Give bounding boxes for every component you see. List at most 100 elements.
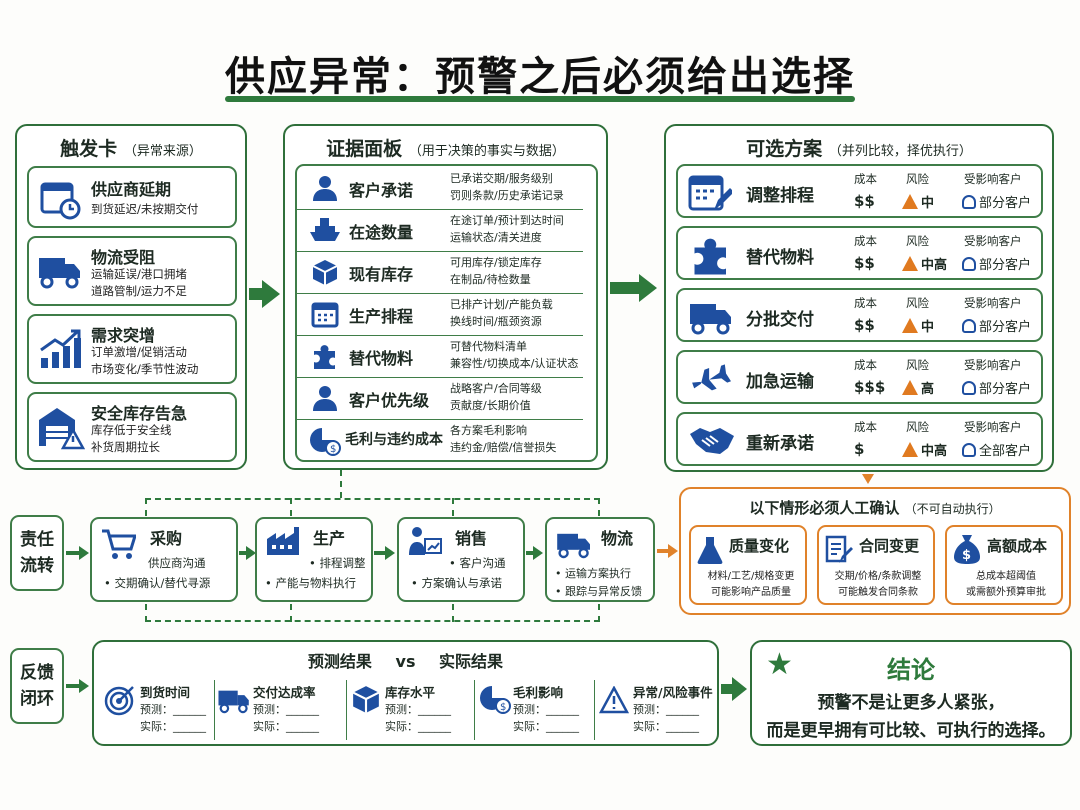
flow-arrow-head [262, 280, 280, 308]
money-bag-icon: $ [954, 535, 980, 564]
cost-label: 成本 [854, 172, 877, 186]
feedback-item-delivery-rate[interactable]: 交付达成率 预测：______ 实际：______ [214, 680, 339, 740]
evidence-row[interactable]: 生产排程 已排产计划/产能负载换线时间/瓶颈资源 [297, 292, 583, 336]
trigger-card-desc-2: 补货周期拉长 [91, 440, 160, 454]
responsibility-label-box: 责任 流转 [10, 515, 64, 591]
trigger-card-safety-stock[interactable]: 安全库存告急 库存低于安全线 补货周期拉长 [27, 392, 237, 462]
flow-arrow-shaft [66, 551, 80, 555]
option-title: 重新承诺 [746, 434, 814, 454]
dashed-connector [290, 604, 292, 622]
responsibility-step-purchasing[interactable]: 采购 供应商沟通 • 交期确认/替代寻源 [90, 517, 238, 602]
responsibility-step-production[interactable]: 生产 • 排程调整 • 产能与物料执行 [255, 517, 373, 602]
responsibility-step-sales[interactable]: 销售 • 客户沟通 • 方案确认与承诺 [397, 517, 525, 602]
cost-value: $$ [854, 254, 875, 272]
feedback-item-title: 到货时间 [140, 685, 191, 700]
calendar-clock-icon [40, 182, 81, 220]
option-title: 分批交付 [746, 310, 814, 330]
responsibility-step-desc-2: • 产能与物料执行 [265, 576, 356, 590]
trigger-card-supplier-delay[interactable]: 供应商延期 到货延迟/未按期交付 [27, 166, 237, 228]
responsibility-step-desc-1-text: 排程调整 [319, 556, 366, 570]
conclusion-line-2: 而是更早拥有可比较、可执行的选择。 [766, 721, 1056, 741]
cost-value: $$ [854, 192, 875, 210]
feedback-item-arrival-time[interactable]: 到货时间 预测：______ 实际：______ [102, 680, 214, 740]
option-card-split-delivery[interactable]: 分批交付 成本 风险 受影响客户 $$ 中 部分客户 [676, 288, 1043, 342]
option-card-expedited-shipping[interactable]: 加急运输 成本 风险 受影响客户 $$$ 高 部分客户 [676, 350, 1043, 404]
flow-arrow-head [79, 679, 89, 693]
evidence-row-desc: 已承诺交期/服务级别罚则条款/历史承诺记录 [450, 170, 590, 204]
person-icon [313, 176, 337, 201]
option-card-recommit[interactable]: 重新承诺 成本 风险 受影响客户 $ 中高 全部客户 [676, 412, 1043, 466]
warning-icon [902, 318, 918, 333]
dashed-connector [145, 498, 600, 516]
responsibility-step-desc-2-text: 交期确认/替代寻源 [114, 576, 211, 590]
actual-heading: 实际结果 [439, 652, 504, 671]
actual-blank: ______ [173, 720, 206, 733]
cost-label: 成本 [854, 358, 877, 372]
evidence-row-title: 生产排程 [349, 307, 414, 326]
manual-item-title: 质量变化 [729, 537, 790, 555]
evidence-row-desc: 在途订单/预计到达时间运输状态/清关进度 [450, 212, 590, 246]
manual-item-quality[interactable]: 质量变化 材料/工艺/规格变更可能影响产品质量 [689, 525, 807, 605]
evidence-row-title: 毛利与违约成本 [345, 432, 443, 448]
evidence-row-desc-2: 兼容性/切换成本/认证状态 [450, 357, 579, 370]
evidence-row-desc: 战略客户/合同等级贡献度/长期价值 [450, 380, 590, 414]
factory-icon [267, 527, 299, 555]
feedback-item-risk-events[interactable]: 异常/风险事件 预测：______ 实际：______ [594, 680, 716, 740]
trigger-card-logistics-blocked[interactable]: 物流受阻 运输延误/港口拥堵 道路管制/运力不足 [27, 236, 237, 306]
evidence-row-desc-1: 可替代物料清单 [450, 340, 527, 353]
risk-value: 高 [921, 382, 935, 397]
evidence-row[interactable]: 客户优先级 战略客户/合同等级贡献度/长期价值 [297, 376, 583, 420]
cost-label: 成本 [854, 234, 877, 248]
responsibility-step-desc-2: 跟踪与异常反馈 [565, 585, 642, 598]
responsibility-step-title: 生产 [313, 529, 346, 548]
customer-label: 受影响客户 [964, 358, 1022, 372]
trigger-card-demand-surge[interactable]: 需求突增 订单激增/促销活动 市场变化/季节性波动 [27, 314, 237, 384]
manual-item-contract[interactable]: 合同变更 交期/价格/条款调整可能触发合同条款 [817, 525, 935, 605]
manual-item-high-cost[interactable]: $ 高额成本 总成本超阈值或需额外预算审批 [945, 525, 1063, 605]
customer-value: 部分客户 [979, 196, 1032, 211]
customer-value: 部分客户 [979, 258, 1032, 273]
evidence-row[interactable]: 现有库存 可用库存/锁定库存在制品/待检数量 [297, 250, 583, 294]
customer-value: 全部客户 [979, 444, 1032, 459]
evidence-list: 客户承诺 已承诺交期/服务级别罚则条款/历史承诺记录 在途数量 在途订单/预计到… [295, 164, 598, 462]
predict-label: 预测： [385, 703, 418, 716]
truck-icon [39, 258, 80, 289]
orange-arrow-down [862, 474, 874, 484]
responsibility-step-desc-1: 运输方案执行 [565, 567, 631, 580]
responsibility-label-1: 责任 [20, 530, 54, 550]
actual-blank: ______ [546, 720, 579, 733]
manual-heading: 以下情形必须人工确认 [749, 499, 900, 517]
puzzle-icon [694, 238, 726, 275]
option-card-adjust-schedule[interactable]: 调整排程 成本 风险 受影响客户 $$ 中 部分客户 [676, 164, 1043, 218]
cost-label: 成本 [854, 296, 877, 310]
puzzle-icon [314, 345, 335, 369]
evidence-heading: 证据面板 [326, 138, 403, 160]
evidence-row[interactable]: 在途数量 在途订单/预计到达时间运输状态/清关进度 [297, 208, 583, 252]
flow-arrow-head [533, 546, 543, 560]
manual-item-desc: 交期/价格/条款调整可能触发合同条款 [823, 569, 933, 601]
responsibility-step-desc-2-text: 产能与物料执行 [275, 576, 356, 590]
manual-item-desc: 总成本超阈值或需额外预算审批 [951, 569, 1061, 601]
page-title: 供应异常：预警之后必须给出选择 [225, 54, 855, 100]
predict-blank: ______ [666, 703, 699, 716]
responsibility-step-desc-1: • 排程调整 [309, 556, 366, 570]
truck-icon [690, 304, 731, 335]
conclusion-panel: ★ 结论 预警不是让更多人紧张， 而是更早拥有可比较、可执行的选择。 [750, 640, 1072, 746]
evidence-row-desc-1: 可用库存/锁定库存 [450, 256, 542, 269]
trigger-panel: 触发卡 （异常来源） 供应商延期 到货延迟/未按期交付 物流受阻 运输延误/港口… [15, 124, 247, 470]
responsibility-step-desc-2-text: 方案确认与承诺 [421, 576, 502, 590]
manual-item-desc-2: 或需额外预算审批 [966, 587, 1046, 598]
shopping-cart-icon [102, 529, 136, 559]
evidence-row-title: 替代物料 [349, 349, 414, 368]
feedback-item-inventory-level[interactable]: 库存水平 预测：______ 实际：______ [346, 680, 471, 740]
manual-item-desc-1: 材料/工艺/规格变更 [707, 571, 795, 582]
actual-blank: ______ [666, 720, 699, 733]
feedback-item-margin-impact[interactable]: $ 毛利影响 预测：______ 实际：______ [474, 680, 599, 740]
flow-arrow-shaft [526, 551, 534, 555]
responsibility-step-logistics[interactable]: 物流 • 运输方案执行• 跟踪与异常反馈 [545, 517, 655, 602]
warning-icon [599, 686, 629, 714]
evidence-row[interactable]: 客户承诺 已承诺交期/服务级别罚则条款/历史承诺记录 [297, 166, 583, 210]
evidence-row[interactable]: 替代物料 可替代物料清单兼容性/切换成本/认证状态 [297, 334, 583, 378]
option-card-substitute-material[interactable]: 替代物料 成本 风险 受影响客户 $$ 中高 部分客户 [676, 226, 1043, 280]
evidence-row[interactable]: $ 毛利与违约成本 各方案毛利影响违约金/赔偿/信誉损失 [297, 418, 583, 462]
